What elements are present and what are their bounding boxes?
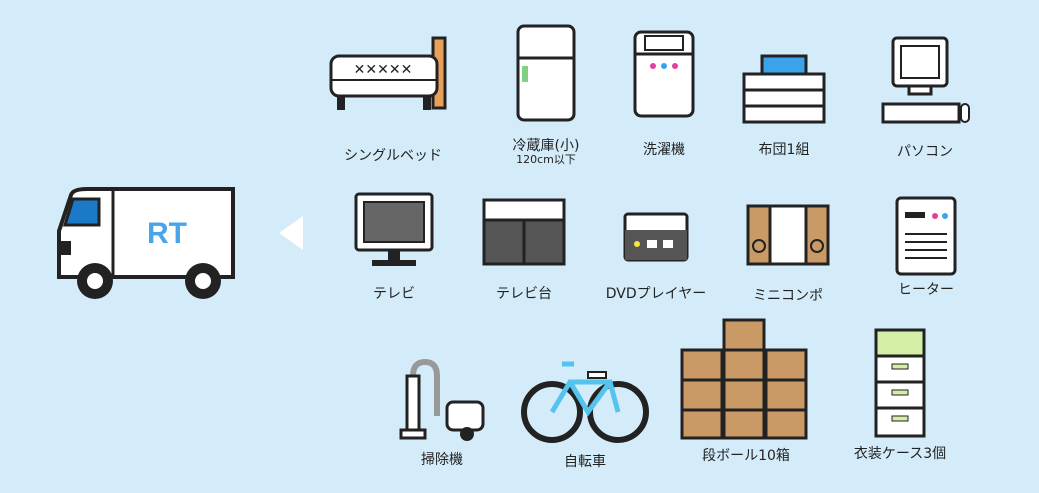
bed-icon: ✕✕✕✕✕	[329, 36, 447, 110]
item-label: テレビ台	[496, 286, 552, 302]
item-bicycle: 自転車	[518, 360, 652, 470]
item-pc: パソコン	[870, 34, 980, 160]
truck-logo: RT	[147, 217, 187, 250]
tv-stand-icon	[482, 198, 566, 266]
item-label: ヒーター	[898, 282, 954, 298]
item-clothing-cases: 衣装ケース3個	[840, 326, 960, 462]
item-sublabel: 120cm以下	[516, 153, 576, 166]
item-label: 洗濯機	[643, 142, 685, 158]
item-dvd-player: DVDプレイヤー	[586, 210, 726, 302]
tv-icon	[354, 192, 434, 266]
truck-icon: RT	[57, 187, 235, 299]
stereo-icon	[746, 204, 830, 266]
boxes-icon	[680, 318, 808, 440]
drawers-icon	[874, 328, 926, 438]
item-vacuum: 掃除機	[392, 356, 492, 468]
item-label: シングルベッド	[344, 148, 442, 164]
item-label: 冷蔵庫(小)	[512, 138, 580, 154]
item-label: 布団1組	[758, 142, 810, 158]
item-refrigerator: 冷蔵庫(小) 120cm以下	[496, 24, 596, 166]
refrigerator-icon	[516, 24, 576, 122]
washing-machine-icon	[633, 30, 695, 118]
item-single-bed: ✕✕✕✕✕ シングルベッド	[320, 34, 466, 164]
item-label: 掃除機	[421, 452, 463, 468]
item-washing-machine: 洗濯機	[614, 28, 714, 158]
item-label: 自転車	[564, 454, 606, 470]
vacuum-icon	[399, 358, 485, 441]
bicycle-icon	[521, 361, 649, 443]
item-label: テレビ	[373, 286, 415, 302]
item-tv-stand: テレビ台	[474, 196, 574, 302]
item-futon: 布団1組	[734, 52, 834, 158]
item-cardboard-boxes: 段ボール10箱	[676, 316, 816, 464]
heater-icon	[895, 196, 957, 276]
futon-icon	[742, 54, 826, 124]
svg-text:✕✕✕✕✕: ✕✕✕✕✕	[354, 62, 413, 78]
item-label: ミニコンポ	[753, 288, 823, 304]
item-label: 段ボール10箱	[702, 448, 790, 464]
item-label: パソコン	[897, 144, 953, 160]
computer-icon	[881, 36, 970, 124]
item-heater: ヒーター	[876, 194, 976, 298]
item-mini-component: ミニコンポ	[738, 202, 838, 304]
left-arrow-icon	[279, 216, 303, 250]
dvd-player-icon	[623, 212, 689, 262]
item-tv: テレビ	[344, 190, 444, 302]
item-label: 衣装ケース3個	[853, 446, 947, 462]
item-label: DVDプレイヤー	[605, 286, 707, 302]
